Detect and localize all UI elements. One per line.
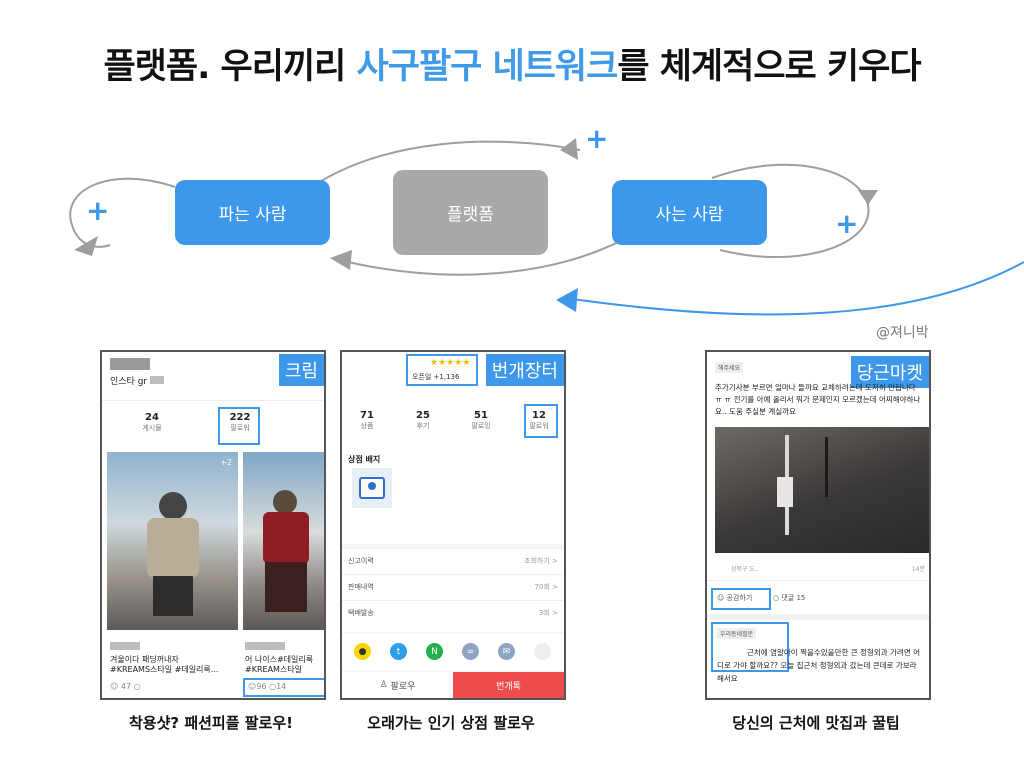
kream-post-image-1[interactable]: +2 [107, 452, 238, 630]
kream-profile-name: 인스타 gr [110, 374, 164, 387]
author-handle: @져니박 [876, 322, 929, 342]
kream-divider [102, 400, 324, 401]
twitter-share-icon[interactable]: t [390, 643, 407, 660]
plug-shape [777, 477, 793, 507]
kream-followers-highlight [218, 407, 260, 445]
person2-head-shape [273, 490, 297, 514]
plus-sign-left: + [86, 197, 109, 225]
daangn-question-text: 근처에 염알아이 찍을수있을만한 큰 정형외과 가려면 어디로 가야 할까요??… [717, 646, 923, 685]
daangn-time: 14분 [912, 564, 925, 573]
daangn-empathy-highlight [711, 588, 771, 610]
more-share-icon[interactable] [534, 643, 551, 660]
daangn-divider [707, 580, 929, 581]
person-coat-shape [147, 518, 199, 578]
kream-avatar-blur [110, 358, 150, 370]
kream-badge: 크림 [279, 354, 324, 386]
buyer-label: 사는 사람 [656, 200, 724, 225]
plus-sign-right: + [835, 210, 858, 238]
daangn-post-image[interactable] [715, 427, 929, 553]
daangn-location: · 성북구 도.. [727, 564, 759, 573]
bungae-followers-highlight [524, 404, 558, 438]
kream-post1-tags: #KREAMS스타일 #데일리룩... [110, 664, 218, 675]
daangn-caption: 당신의 근처에 맛집과 꿀팁 [705, 712, 927, 733]
daangn-screenshot: 당근마켓 해주세요 추가기사분 부르면 얼마나 들까요 교체하려는데 도저히 안… [705, 350, 931, 700]
bungae-caption: 오래가는 인기 상점 팔로우 [340, 712, 562, 733]
seller-label: 파는 사람 [219, 200, 287, 225]
right-loop-arrowhead [858, 190, 878, 205]
follow-person-icon: ♙ [380, 680, 391, 690]
daangn-tag: 해주세요 [715, 362, 743, 373]
blue-return-arrow [565, 262, 1024, 314]
top-arc-arrowhead [560, 138, 578, 160]
kream-plus-count: +2 [220, 458, 232, 467]
network-diagram-arrows [0, 0, 1024, 330]
bungae-badge: 번개장터 [486, 354, 564, 386]
bungae-share-bar: ● t N ∞ ✉ [342, 634, 564, 670]
kream-post-image-2[interactable] [243, 452, 326, 630]
kream-caption: 착용샷? 패션피플 팔로우! [100, 712, 322, 733]
bungae-badge-section: 상점 배지 [342, 448, 564, 544]
seller-node: 파는 사람 [175, 180, 330, 245]
kream-post2-tags: #KREAM스타일 [245, 664, 302, 675]
bottom-arc-arrowhead [330, 250, 352, 270]
kream-post2-highlight [243, 678, 326, 697]
kream-post2-user [245, 642, 285, 652]
left-loop-arrowhead [74, 236, 98, 256]
buyer-node: 사는 사람 [612, 180, 767, 245]
kakao-share-icon[interactable]: ● [354, 643, 371, 660]
store-badge-icon[interactable] [352, 468, 392, 508]
bungae-chat-button[interactable]: 번개톡 [453, 672, 564, 698]
platform-label: 플랫폼 [447, 200, 494, 225]
plus-sign-top: + [585, 125, 608, 153]
person2-sweater-shape [263, 512, 309, 564]
person-pants-shape [153, 576, 193, 616]
kream-post1-user [110, 642, 140, 652]
daangn-comment-button[interactable]: ○ 댓글 15 [773, 593, 805, 603]
bungae-rating-highlight [406, 354, 478, 386]
bungae-section-title: 상점 배지 [348, 454, 380, 465]
naver-share-icon[interactable]: N [426, 643, 443, 660]
person-head-shape [159, 492, 187, 520]
mail-share-icon[interactable]: ✉ [498, 643, 515, 660]
cable-shape [825, 437, 828, 497]
daangn-section-gap [707, 614, 929, 620]
kream-post1-likes[interactable]: ☺ 47 ○ [110, 682, 141, 691]
daangn-post-text: 추가기사분 부르면 얼마나 들까요 교체하려는데 도저히 안됩니다 ㅠ ㅠ 전기… [715, 382, 921, 418]
blue-return-arrowhead [556, 288, 578, 312]
person2-pants-shape [265, 562, 307, 612]
bungae-follow-button[interactable]: ♙ 팔로우 [342, 672, 453, 698]
platform-node: 플랫폼 [393, 170, 548, 255]
link-share-icon[interactable]: ∞ [462, 643, 479, 660]
